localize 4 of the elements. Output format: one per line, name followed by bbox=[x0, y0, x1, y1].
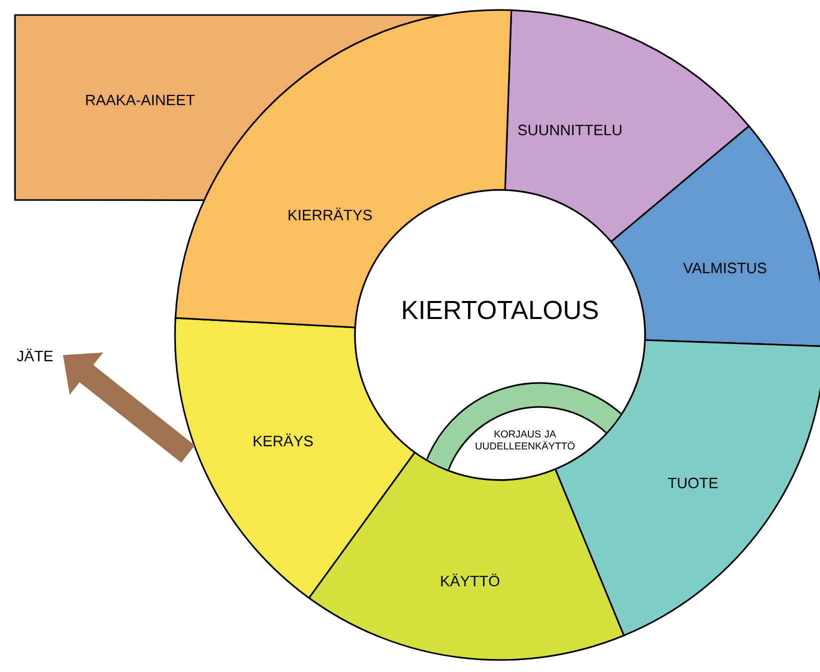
text-label: JÄTE bbox=[16, 348, 53, 362]
ring-segment: SUUNNITTELU bbox=[504, 9, 750, 243]
raw-material-box: RAAKA-AINEET bbox=[14, 14, 444, 201]
ring-segment: KÄYTTÖ bbox=[308, 452, 625, 661]
